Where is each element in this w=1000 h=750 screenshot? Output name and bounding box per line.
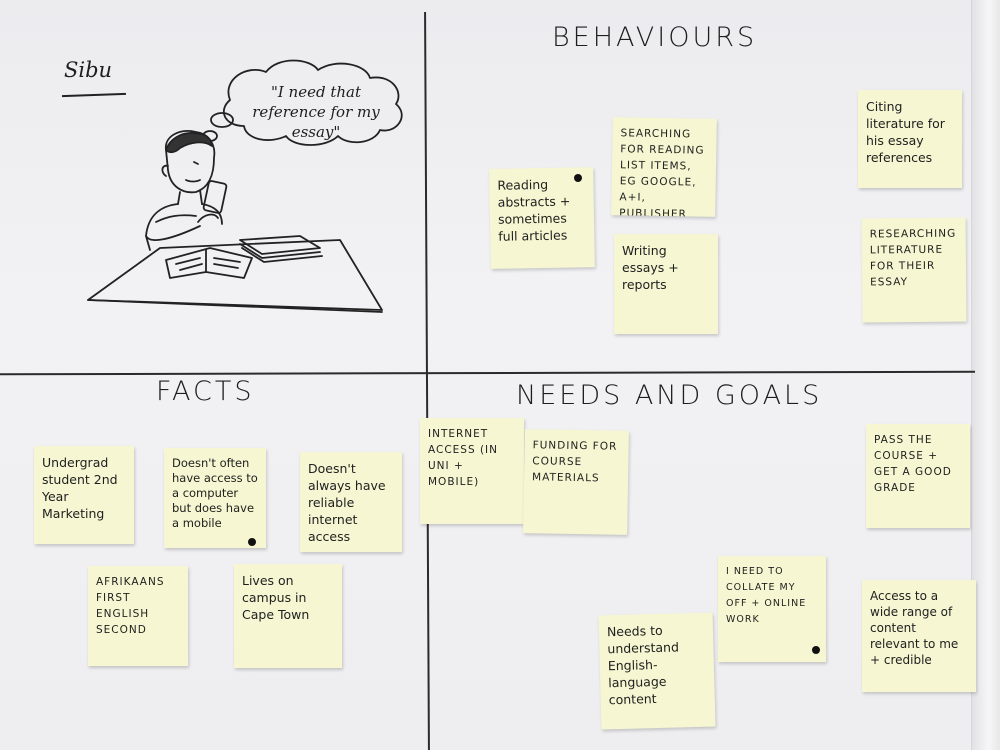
sticky-note-text: Access to a wide range of content releva… [870,589,959,667]
sticky-note-text: I need to collate my off + online work [726,566,807,625]
persona-thought-bubble: "I need that reference for my essay" [252,83,380,141]
sticky-note: Reading abstracts + sometimes full artic… [489,167,595,269]
sticky-note-text: Researching literature for their essay [869,227,957,289]
sticky-note: I need to collate my off + online work [718,556,826,662]
sticky-note: Needs to understand English-language con… [598,612,716,730]
sticky-note: Doesn't always have reliable internet ac… [300,452,402,552]
sticky-note: Pass the course + get a good grade [866,424,970,528]
sticky-note-text: Writing essays + reports [622,243,679,292]
persona-sketch [87,59,403,313]
sticky-note: Researching literature for their essay [861,217,967,323]
sticky-note-text: Afrikaans first English second [96,576,165,636]
heading-needs-goals: NEEDS AND GOALS [516,380,823,411]
sticky-note: Funding for course materials [523,429,629,535]
sticky-note: Access to a wide range of content releva… [862,580,976,692]
sticky-note-text: Internet access (in uni + mobile) [428,428,499,488]
sticky-note-text: Doesn't often have access to a computer … [172,456,258,530]
sticky-note: Citing literature for his essay referenc… [858,90,962,188]
sticky-note: Undergrad student 2nd Year Marketing [34,446,134,544]
heading-behaviours: BEHAVIOURS [552,22,758,53]
persona-name: Sibu [64,58,113,82]
sticky-note-text: Undergrad student 2nd Year Marketing [42,455,118,521]
sticky-note-text: Pass the course + get a good grade [874,434,952,494]
sticky-note-text: Searching for reading list items, eg Goo… [619,127,705,217]
heading-facts: FACTS [156,376,255,407]
sticky-note: Afrikaans first English second [88,566,188,666]
pin-dot [574,174,582,182]
sticky-note-text: Citing literature for his essay referenc… [866,99,945,165]
pin-dot [812,646,820,654]
sticky-note-text: Reading abstracts + sometimes full artic… [497,176,571,244]
sticky-note: Doesn't often have access to a computer … [164,448,266,548]
sticky-note-text: Lives on campus in Cape Town [242,573,310,622]
sticky-note: Internet access (in uni + mobile) [420,418,524,524]
sticky-note-text: Funding for course materials [531,439,618,485]
sticky-note-text: Needs to understand English-language con… [606,622,680,708]
sticky-note: Lives on campus in Cape Town [234,564,342,668]
sticky-note-text: Doesn't always have reliable internet ac… [308,461,386,544]
sticky-note: Searching for reading list items, eg Goo… [611,117,717,217]
pin-dot [248,538,256,546]
sticky-note: Writing essays + reports [614,234,718,334]
